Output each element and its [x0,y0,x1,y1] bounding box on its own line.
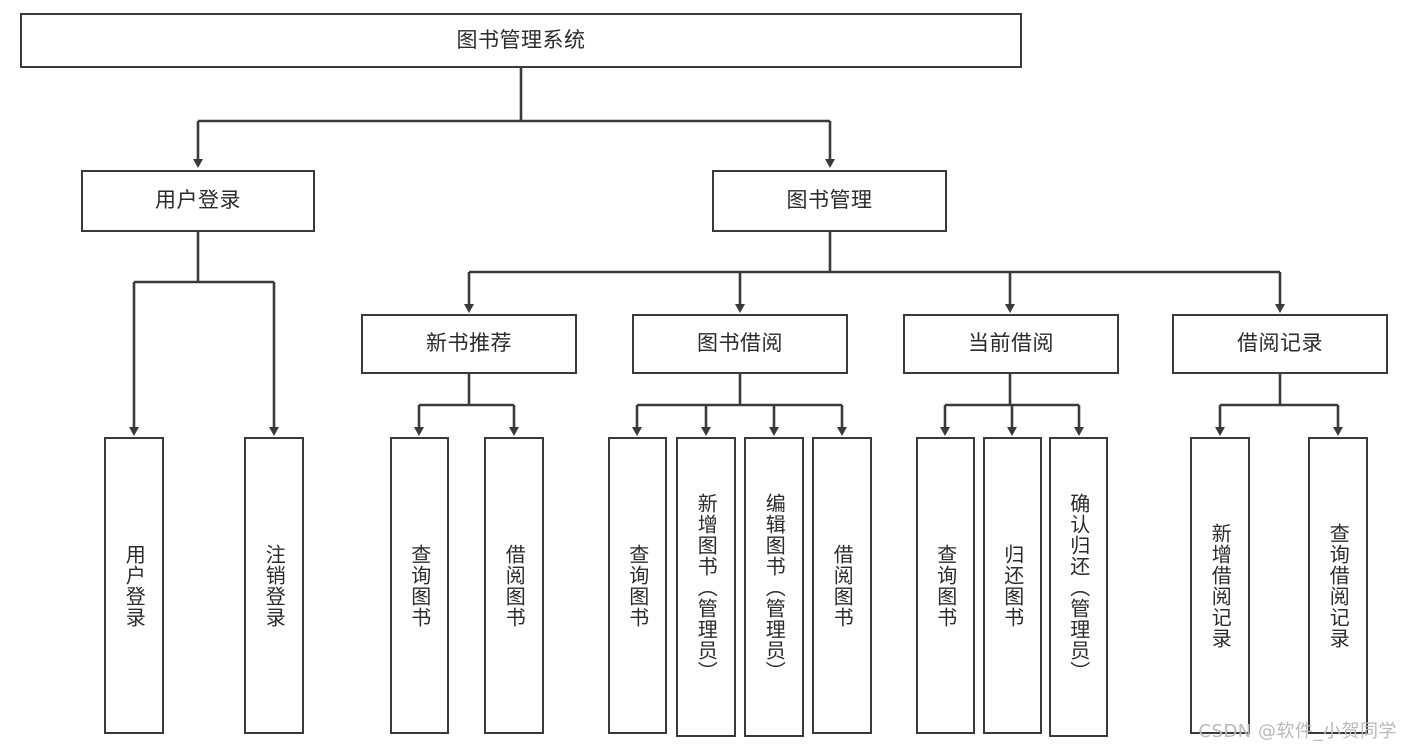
node-root-system[interactable]: 图书管理系统 [20,13,1022,68]
node-label: 当前借阅 [968,331,1054,356]
leaf-user-login[interactable]: 用户登录 [104,437,164,734]
node-label: 图书管理 [786,188,873,213]
node-label: 借阅图书 [830,543,855,628]
leaf-borrow-edit-book-admin[interactable]: 编辑图书（管理员） [744,437,804,737]
leaf-record-query-borrow-record[interactable]: 查询借阅记录 [1308,437,1368,734]
node-label: 新书推荐 [426,331,512,356]
node-label: 编辑图书（管理员） [762,492,787,682]
node-label: 新增借阅记录 [1208,522,1233,649]
node-label: 确认归还（管理员） [1066,492,1091,682]
node-current-borrow[interactable]: 当前借阅 [903,314,1119,374]
leaf-borrow-add-book-admin[interactable]: 新增图书（管理员） [676,437,736,737]
leaf-recommend-borrow-book[interactable]: 借阅图书 [484,437,544,734]
leaf-current-query-book[interactable]: 查询图书 [916,437,975,734]
node-book-management-group[interactable]: 图书管理 [712,170,947,232]
node-borrow-record[interactable]: 借阅记录 [1172,314,1388,374]
leaf-recommend-query-book[interactable]: 查询图书 [390,437,449,734]
leaf-current-return-book[interactable]: 归还图书 [983,437,1042,734]
leaf-record-add-borrow-record[interactable]: 新增借阅记录 [1190,437,1250,734]
node-label: 借阅记录 [1237,331,1323,356]
node-label: 查询图书 [933,543,958,628]
node-user-login-group[interactable]: 用户登录 [81,170,315,232]
node-label: 图书借阅 [697,331,783,356]
node-new-book-recommend[interactable]: 新书推荐 [361,314,577,374]
watermark-credit: CSDN @软件_小贺同学 [1198,721,1397,742]
node-label: 借阅图书 [502,543,527,628]
node-label: 注销登录 [262,543,287,628]
node-label: 归还图书 [1000,543,1025,628]
node-label: 新增图书（管理员） [694,492,719,682]
node-label: 查询图书 [625,543,650,628]
node-label: 用户登录 [155,188,241,213]
node-label: 用户登录 [122,543,147,628]
node-label: 查询图书 [407,543,432,628]
leaf-borrow-query-book[interactable]: 查询图书 [608,437,667,734]
node-book-borrow[interactable]: 图书借阅 [632,314,848,374]
leaf-borrow-borrow-book[interactable]: 借阅图书 [812,437,872,734]
leaf-user-logout[interactable]: 注销登录 [244,437,304,734]
node-label: 查询借阅记录 [1326,522,1351,649]
leaf-current-confirm-return-admin[interactable]: 确认归还（管理员） [1049,437,1108,737]
node-label: 图书管理系统 [456,27,586,52]
